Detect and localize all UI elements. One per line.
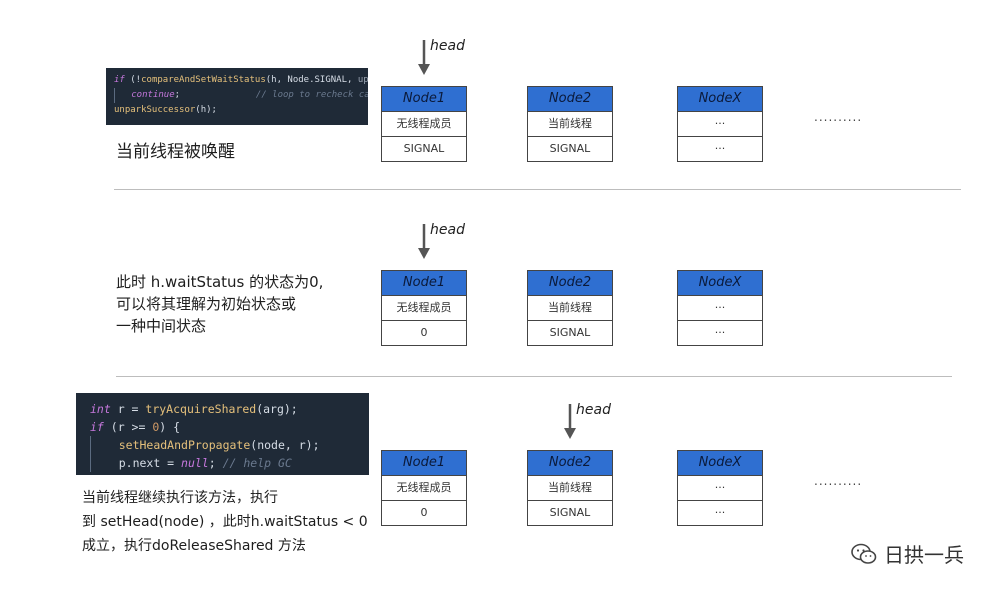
node-title: Node2 xyxy=(528,451,612,476)
node-card: NodeX ··· ··· xyxy=(677,270,763,346)
code-line: setHeadAndPropagate(node, r); xyxy=(90,436,355,454)
node-status-field: 0 xyxy=(382,500,466,525)
node-status-field: SIGNAL xyxy=(528,320,612,345)
code-line: int r = tryAcquireShared(arg); xyxy=(90,402,298,416)
node-card: NodeX ··· ··· xyxy=(677,450,763,526)
caption-row3: 当前线程继续执行该方法，执行 到 setHead(node) ，此时h.wait… xyxy=(82,490,368,554)
node-card: NodeX ··· ··· xyxy=(677,86,763,162)
node-thread-field: 当前线程 xyxy=(548,117,592,130)
node-status-field: SIGNAL xyxy=(528,136,612,161)
more-nodes-ellipsis: .......... xyxy=(814,474,863,488)
node-status-field: ··· xyxy=(678,500,762,525)
node-card: Node2 当前线程 SIGNAL xyxy=(527,86,613,162)
section-divider xyxy=(116,376,952,377)
node-title: NodeX xyxy=(678,451,762,476)
code-line: continue; // loop to recheck cases xyxy=(114,88,368,103)
down-arrow-icon xyxy=(564,404,576,439)
code-line: if (r >= 0) { xyxy=(90,420,181,434)
node-status-field: ··· xyxy=(678,320,762,345)
code-snippet-unpark: if (!compareAndSetWaitStatus(h, Node.SIG… xyxy=(106,68,368,125)
down-arrow-icon xyxy=(418,40,430,75)
node-title: Node1 xyxy=(382,271,466,296)
node-status-field: ··· xyxy=(678,136,762,161)
watermark: 日拱一兵 xyxy=(850,539,964,568)
code-snippet-acquire: int r = tryAcquireShared(arg); if (r >= … xyxy=(76,393,369,475)
node-status-field: SIGNAL xyxy=(528,500,612,525)
node-title: Node2 xyxy=(528,87,612,112)
wechat-icon xyxy=(851,543,877,564)
code-line: unparkSuccessor(h); xyxy=(114,105,217,115)
node-title: Node2 xyxy=(528,271,612,296)
node-card: Node2 当前线程 SIGNAL xyxy=(527,450,613,526)
node-thread-field: ··· xyxy=(714,481,726,494)
node-title: Node1 xyxy=(382,451,466,476)
head-pointer: head xyxy=(562,402,642,452)
node-card: Node1 无线程成员 0 xyxy=(381,450,467,526)
node-thread-field: 当前线程 xyxy=(548,301,592,314)
more-nodes-ellipsis: .......... xyxy=(814,110,863,124)
node-status-field: SIGNAL xyxy=(382,136,466,161)
caption-row1: 当前线程被唤醒 xyxy=(116,142,235,162)
node-card: Node1 无线程成员 0 xyxy=(381,270,467,346)
watermark-text: 日拱一兵 xyxy=(884,543,964,567)
node-thread-field: ··· xyxy=(714,301,726,314)
node-thread-field: 无线程成员 xyxy=(396,117,452,130)
node-thread-field: ··· xyxy=(714,117,726,130)
code-line: p.next = null; // help GC xyxy=(90,454,355,472)
node-title: NodeX xyxy=(678,87,762,112)
node-thread-field: 当前线程 xyxy=(548,481,592,494)
section-divider xyxy=(114,189,961,190)
down-arrow-icon xyxy=(418,224,430,259)
node-title: Node1 xyxy=(382,87,466,112)
node-card: Node1 无线程成员 SIGNAL xyxy=(381,86,467,162)
caption-row2: 此时 h.waitStatus 的状态为0, 可以将其理解为初始状态或 一种中间… xyxy=(116,273,324,335)
node-thread-field: 无线程成员 xyxy=(396,301,452,314)
node-title: NodeX xyxy=(678,271,762,296)
node-status-field: 0 xyxy=(382,320,466,345)
node-thread-field: 无线程成员 xyxy=(396,481,452,494)
node-card: Node2 当前线程 SIGNAL xyxy=(527,270,613,346)
head-pointer: head xyxy=(416,38,496,88)
code-line: if (!compareAndSetWaitStatus(h, Node.SIG… xyxy=(114,75,368,85)
head-pointer: head xyxy=(416,222,496,272)
